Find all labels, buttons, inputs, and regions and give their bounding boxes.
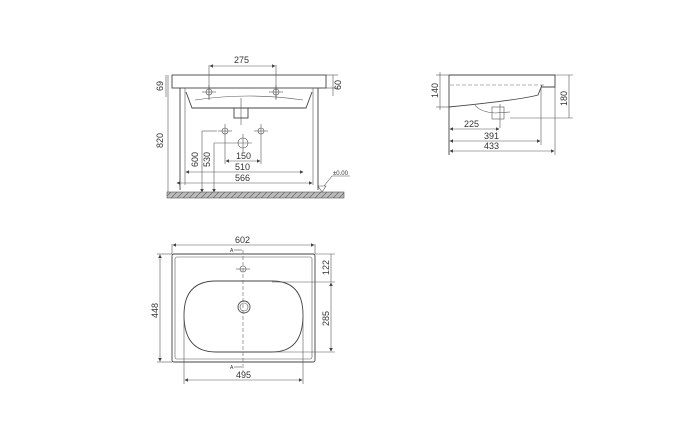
- dim-820: 820: [155, 133, 165, 148]
- dim-600: 600: [190, 152, 200, 167]
- floor-hatch: [166, 191, 345, 199]
- dim-510: 510: [235, 162, 250, 172]
- section-mark-top: A: [230, 248, 234, 254]
- dim-530: 530: [202, 152, 212, 167]
- side-view: 140 180 225 391 433: [430, 72, 573, 155]
- dim-495: 495: [236, 370, 251, 380]
- dim-122: 122: [321, 260, 331, 275]
- top-view: A A 602 448 122 285 495: [150, 235, 335, 384]
- dim-433: 433: [484, 141, 499, 151]
- front-view: 275 69 60 820 600 530 150 510 566: [155, 55, 350, 199]
- dim-602: 602: [235, 235, 250, 245]
- dim-391: 391: [484, 131, 499, 141]
- dim-60: 60: [333, 80, 343, 90]
- dim-448: 448: [150, 303, 160, 318]
- dim-275: 275: [234, 55, 249, 65]
- dim-225: 225: [464, 119, 479, 129]
- level-marker-icon: [317, 185, 327, 193]
- section-mark-bottom: A: [230, 365, 234, 371]
- dim-180: 180: [559, 91, 569, 106]
- dim-140: 140: [430, 83, 440, 98]
- dim-285: 285: [321, 311, 331, 326]
- dim-69: 69: [155, 81, 165, 91]
- dim-floor-level: ±0.00: [333, 171, 349, 177]
- dim-566: 566: [235, 173, 250, 183]
- dim-150: 150: [236, 151, 251, 161]
